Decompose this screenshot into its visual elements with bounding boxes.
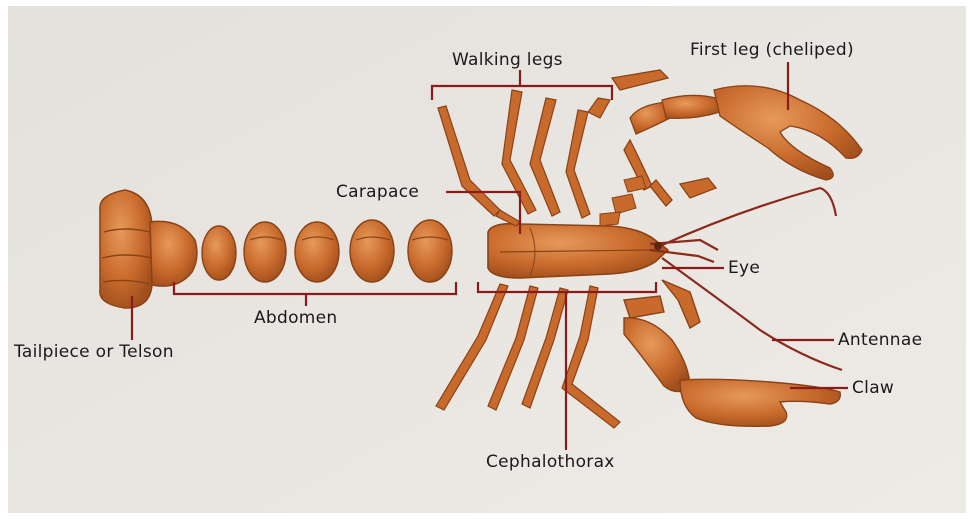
label-carapace: Carapace bbox=[336, 182, 419, 202]
label-abdomen: Abdomen bbox=[254, 308, 338, 328]
label-tailpiece: Tailpiece or Telson bbox=[14, 342, 174, 362]
label-eye: Eye bbox=[728, 258, 760, 278]
label-claw: Claw bbox=[852, 378, 894, 398]
label-cephalothorax: Cephalothorax bbox=[486, 452, 615, 472]
label-antennae: Antennae bbox=[838, 330, 922, 350]
eye-dot bbox=[654, 242, 662, 250]
label-walking-legs: Walking legs bbox=[452, 50, 563, 70]
label-first-leg: First leg (cheliped) bbox=[690, 40, 854, 60]
